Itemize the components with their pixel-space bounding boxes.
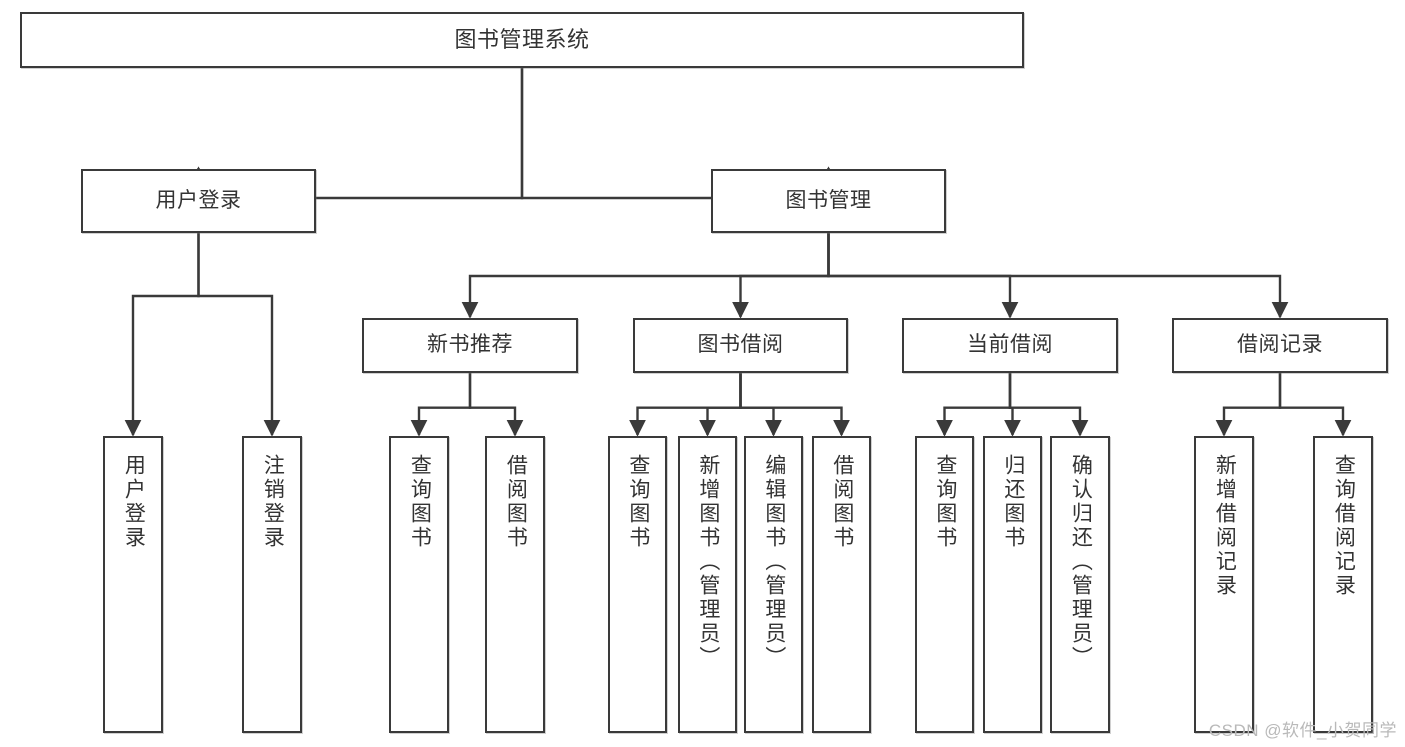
node-leaf-user-login[interactable]: 用户登录 [103, 436, 163, 733]
node-leaf-confirm-return[interactable]: 确认归还（管理员） [1050, 436, 1110, 733]
node-leaf-borrow-book-rec[interactable]: 借阅图书 [485, 436, 545, 733]
node-leaf-borrow-book[interactable]: 借阅图书 [812, 436, 871, 733]
node-label: 新书推荐 [427, 333, 513, 357]
node-label: 确认归还（管理员） [1069, 454, 1093, 670]
node-label: 借阅图书 [504, 454, 528, 550]
node-label: 图书管理 [785, 188, 872, 212]
node-book-borrow[interactable]: 图书借阅 [633, 318, 848, 373]
node-leaf-return-book[interactable]: 归还图书 [983, 436, 1042, 733]
watermark: CSDN @软件_小贺同学 [1208, 721, 1397, 740]
node-label: 查询图书 [626, 454, 650, 550]
node-label: 查询图书 [933, 454, 957, 550]
node-label: 用户登录 [155, 188, 242, 212]
node-leaf-query-book[interactable]: 查询图书 [608, 436, 667, 733]
node-borrow-record[interactable]: 借阅记录 [1172, 318, 1388, 373]
node-leaf-query-book-cur[interactable]: 查询图书 [915, 436, 974, 733]
node-new-book-rec[interactable]: 新书推荐 [362, 318, 578, 373]
node-user-login[interactable]: 用户登录 [81, 169, 316, 233]
node-leaf-add-record[interactable]: 新增借阅记录 [1194, 436, 1254, 733]
node-label: 编辑图书（管理员） [762, 454, 786, 670]
node-leaf-logout[interactable]: 注销登录 [242, 436, 302, 733]
node-leaf-add-book[interactable]: 新增图书（管理员） [678, 436, 737, 733]
node-current-borrow[interactable]: 当前借阅 [902, 318, 1118, 373]
node-label: 归还图书 [1001, 454, 1025, 550]
node-label: 当前借阅 [967, 333, 1053, 357]
node-label: 借阅记录 [1237, 333, 1323, 357]
node-leaf-query-book-rec[interactable]: 查询图书 [389, 436, 449, 733]
node-leaf-edit-book[interactable]: 编辑图书（管理员） [744, 436, 803, 733]
node-label: 图书借阅 [697, 333, 784, 357]
node-label: 借阅图书 [830, 454, 854, 550]
node-root[interactable]: 图书管理系统 [20, 12, 1024, 68]
node-label: 查询图书 [408, 454, 432, 550]
node-label: 用户登录 [122, 454, 146, 550]
node-label: 新增图书（管理员） [696, 454, 720, 670]
node-label: 图书管理系统 [454, 27, 590, 53]
node-label: 注销登录 [261, 454, 285, 550]
node-book-manage[interactable]: 图书管理 [711, 169, 946, 233]
node-label: 新增借阅记录 [1213, 454, 1237, 598]
node-label: 查询借阅记录 [1332, 454, 1356, 598]
node-leaf-query-record[interactable]: 查询借阅记录 [1313, 436, 1373, 733]
